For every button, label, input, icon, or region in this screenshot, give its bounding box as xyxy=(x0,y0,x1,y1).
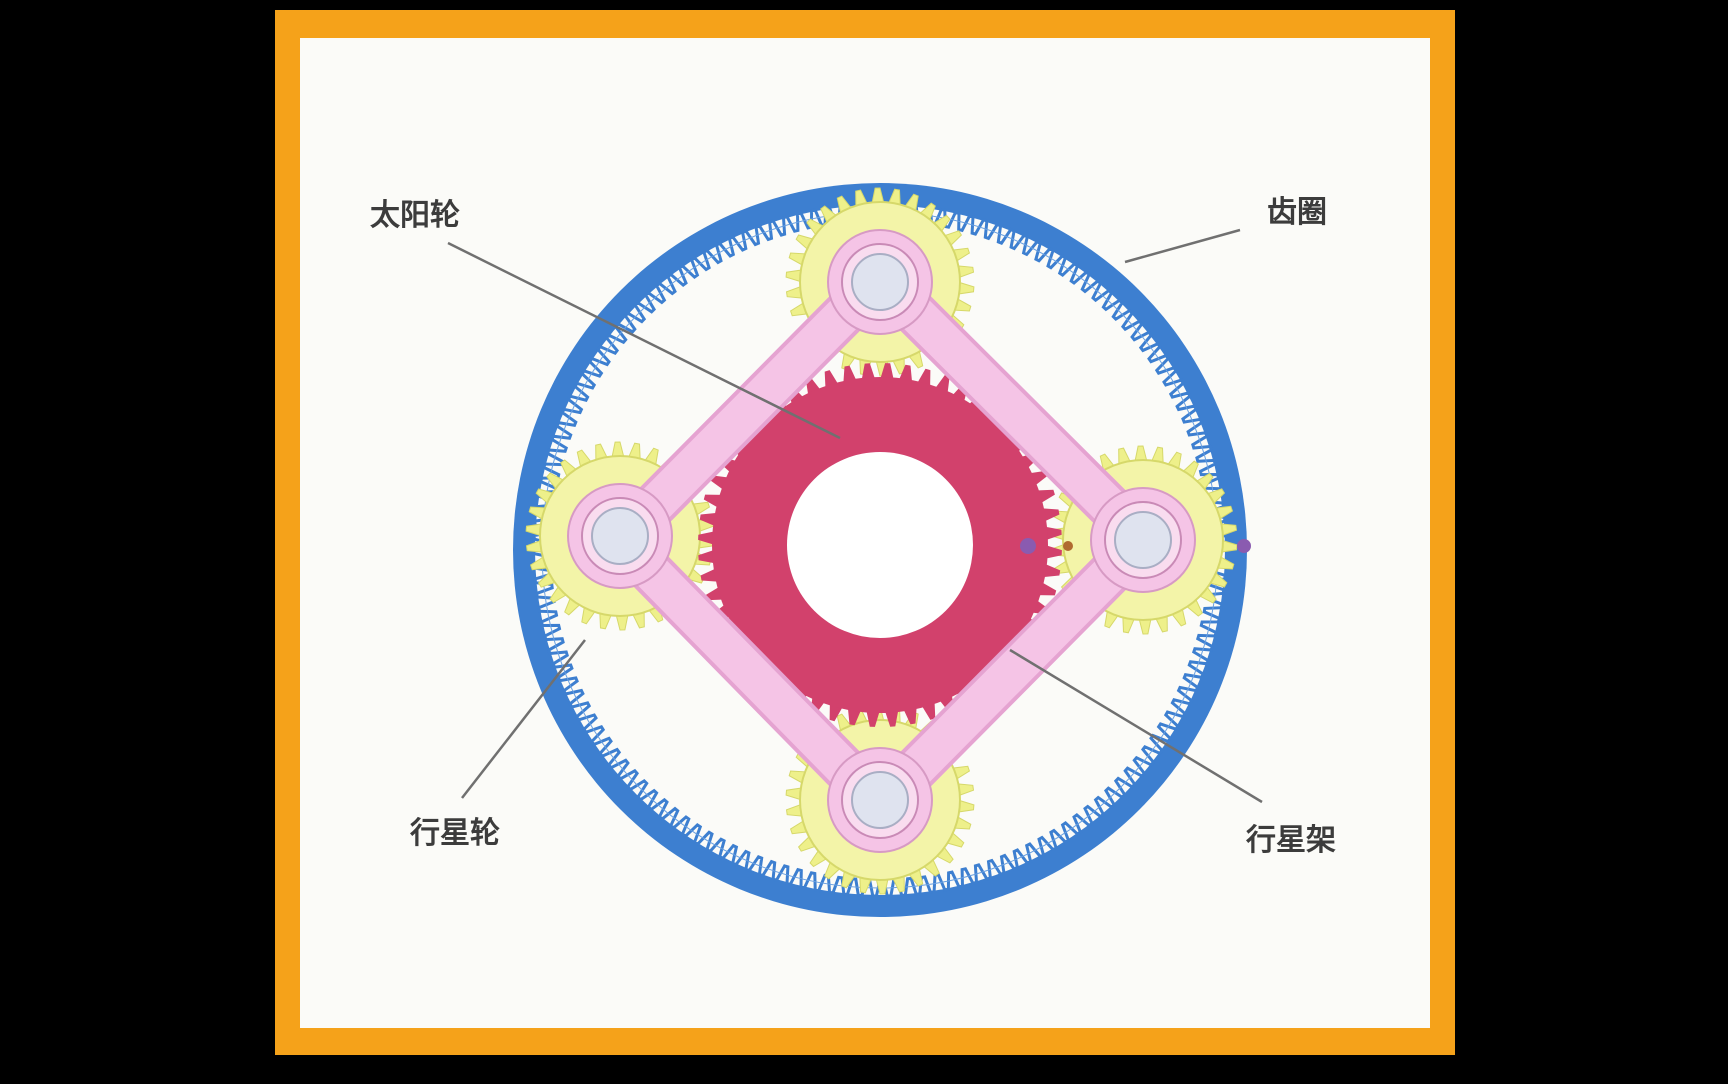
leader-lines xyxy=(447,228,1263,804)
hub-pin xyxy=(851,253,909,311)
label-carrier: 行星架 xyxy=(1245,823,1336,858)
planet-gear-rim xyxy=(799,719,961,881)
planet-carrier xyxy=(567,229,1196,853)
pin-marker xyxy=(1237,539,1251,553)
carrier-hub xyxy=(1090,487,1196,593)
planet-gear-rim xyxy=(1062,459,1224,621)
sun-gear-bore xyxy=(787,452,973,638)
label-planet-gear: 行星轮 xyxy=(409,816,500,851)
carrier-hub xyxy=(827,229,933,335)
label-ring-gear: 齿圈 xyxy=(1267,195,1327,230)
hub-pin xyxy=(851,771,909,829)
carrier-leader xyxy=(1009,648,1263,804)
carrier-hub xyxy=(567,483,673,589)
pin-marker xyxy=(1020,538,1036,554)
sun-gear xyxy=(698,363,1062,727)
sun-gear-leader xyxy=(447,241,841,440)
hub-pin xyxy=(591,507,649,565)
ring-gear-leader xyxy=(1124,228,1241,264)
planet-gear-rim xyxy=(799,201,961,363)
carrier-hub xyxy=(827,747,933,853)
pin-marker xyxy=(1063,541,1073,551)
carrier-hubs xyxy=(567,229,1196,853)
planet-gear-leader xyxy=(461,639,586,799)
label-sun-gear: 太阳轮 xyxy=(370,198,460,233)
hub-pin xyxy=(1114,511,1172,569)
